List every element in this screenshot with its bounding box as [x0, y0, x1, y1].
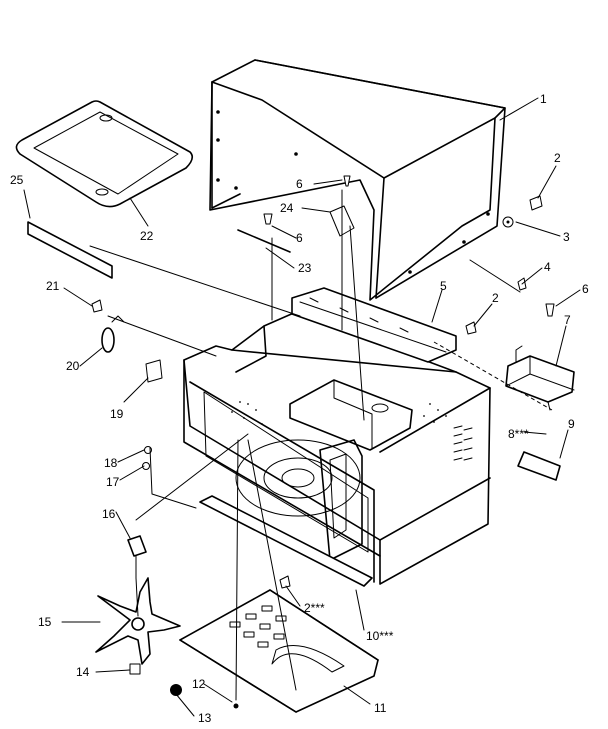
label-4: 4	[544, 260, 551, 274]
label-25: 25	[10, 173, 24, 187]
label-12: 12	[192, 677, 206, 691]
label-7: 7	[564, 313, 571, 327]
label-11: 11	[374, 701, 387, 715]
top-rail	[291, 287, 457, 363]
label-3: 3	[563, 230, 570, 244]
label-plate	[517, 451, 561, 481]
label-22: 22	[140, 229, 154, 243]
label-14: 14	[76, 665, 90, 679]
label-13: 13	[198, 711, 212, 725]
label-9: 9	[568, 417, 575, 431]
stirrer-fan	[95, 577, 181, 665]
label-8: 8***	[508, 427, 529, 441]
outer-cabinet	[209, 59, 506, 301]
label-19: 19	[110, 407, 124, 421]
front-strip	[27, 221, 113, 279]
label-6-mid: 6	[296, 231, 303, 245]
glass-tray	[15, 100, 194, 208]
label-24: 24	[280, 201, 294, 215]
label-2-top: 2	[554, 151, 561, 165]
label-5: 5	[440, 279, 447, 293]
label-20: 20	[66, 359, 80, 373]
label-16: 16	[102, 507, 116, 521]
label-2-rail: 2	[492, 291, 499, 305]
label-6-top: 6	[296, 177, 303, 191]
part-labels: 1 2 3 4 5 2 6 6 6 7 8*** 9 10*** 11 12 1…	[10, 92, 589, 725]
label-23: 23	[298, 261, 312, 275]
label-15: 15	[38, 615, 52, 629]
oven-chassis	[183, 291, 491, 585]
base-pan	[179, 589, 379, 713]
label-18: 18	[104, 456, 118, 470]
front-rail	[199, 495, 373, 587]
label-17: 17	[106, 475, 120, 489]
leader-lines	[23, 97, 581, 717]
label-2-bottom: 2***	[304, 601, 325, 615]
component-box	[505, 345, 575, 411]
label-21: 21	[46, 279, 60, 293]
label-1: 1	[540, 92, 547, 106]
label-10: 10***	[366, 629, 394, 643]
label-6-right: 6	[582, 282, 589, 296]
